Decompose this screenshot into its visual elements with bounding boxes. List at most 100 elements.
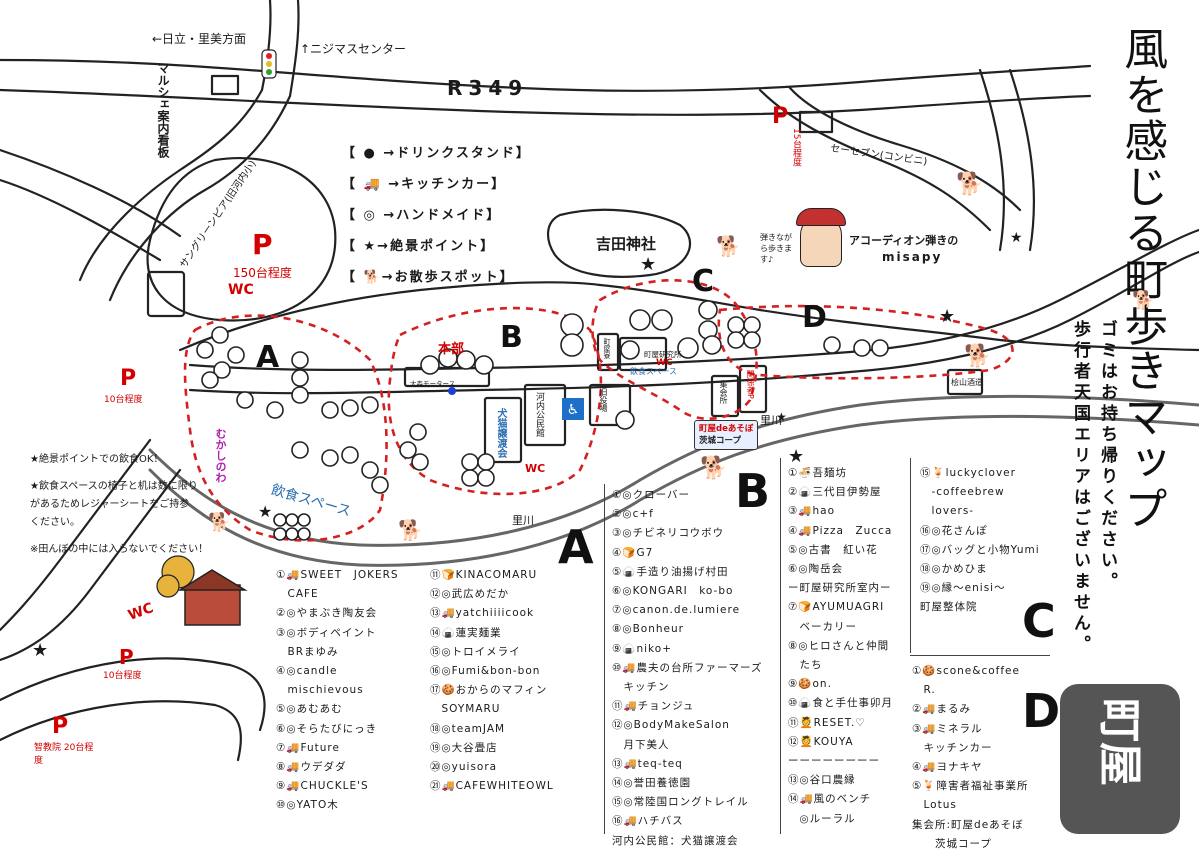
shop-list-item: ㉑🚚CAFEWHITEOWL: [430, 780, 554, 793]
shop-list-item: ⑳◎yuisora: [430, 761, 498, 774]
building-illustration: [156, 555, 248, 626]
shop-list-item: ⑦◎canon.de.lumiere: [612, 604, 741, 617]
shop-list-item: ⑬🚚yatchiiiicook: [430, 607, 535, 620]
shop-list-item: ⑯🚚ハチバス: [612, 815, 684, 828]
area-d-marker: D: [802, 300, 827, 335]
legend: 【 ● →ドリンクスタンド】 【 🚚 →キッチンカー】 【 ◎ →ハンドメイド】…: [342, 136, 531, 291]
walk-spot-icon: 🐕: [716, 234, 741, 258]
walk-spot-icon: 🐕: [964, 344, 992, 369]
info-note-2: ★飲食スペースの椅子と机は数に限りがあるためレジャーシートをご持参ください。: [30, 481, 198, 528]
shop-list-item: ④◎candle: [276, 665, 338, 678]
shop-list-item: ⑭◎誉田養徳園: [612, 777, 692, 790]
shop-list-item: ⑧◎Bonheur: [612, 623, 684, 636]
parking-west-icon: P: [120, 366, 137, 391]
shop-list-item: ①🍪scone&coffee: [912, 665, 1020, 677]
omori-label: 大森モータース: [410, 380, 456, 388]
satogawa-label-2: 里川: [512, 514, 534, 527]
ibaraki-coop-text: 茨城コープ: [699, 436, 741, 446]
road-r349: [0, 58, 1092, 92]
parking-south-cap: 10台程度: [103, 671, 142, 681]
list-divider: [604, 484, 605, 834]
scenic-star-icon: ★: [788, 446, 805, 467]
kyoin-label: 関係者P: [746, 370, 755, 399]
inshoku-small-label: 飲食スペース: [630, 367, 678, 376]
shop-list-item: ⑤🍹障害者福祉事業所: [912, 780, 1029, 793]
road-r349-label: R349: [447, 76, 529, 100]
area-c-outline: [591, 279, 758, 421]
shop-list-item: CAFE: [276, 588, 319, 601]
shop-list-item: ⑪🚚チョンジュ: [612, 700, 695, 713]
shop-list-item: ⑪🍞KINACOMARU: [430, 569, 538, 581]
parking-seven-icon: P: [772, 104, 789, 129]
shop-list-item: ⑩◎YATO木: [276, 799, 339, 812]
shop-list-item: ⑬🚚teq-teq: [612, 757, 683, 770]
shop-list-item: ⑨🍙niko+: [612, 642, 672, 655]
parking-chikyoin-cap: 智教院 20台程度: [34, 743, 94, 766]
machiya-asobo-text: 町屋deあそぼ: [699, 424, 754, 434]
shop-list-item: R.: [912, 684, 936, 697]
wc-main: WC: [228, 282, 254, 298]
shop-list-item: ー町屋研究所室内ー: [788, 582, 892, 595]
shop-list-item: mischievous: [276, 684, 364, 697]
shop-list-item: ⑨🍪on.: [788, 678, 832, 691]
shop-list-item: ⑰🍪おからのマフィン: [430, 684, 548, 697]
note-trash: ゴミはお持ち帰りください。: [1097, 320, 1117, 593]
parking-south-icon: P: [119, 645, 134, 669]
parking-chikyoin-icon: P: [52, 714, 69, 739]
performer-title: アコーディオン弾きの: [849, 234, 959, 247]
shop-list-item: ⑮🍹luckyclover: [920, 467, 1016, 479]
shop-list-item: 月下美人: [612, 738, 670, 751]
shop-list-item: ①🍜吾麺坊: [788, 467, 847, 479]
parking-seven-cap: 15台程度: [791, 128, 801, 167]
area-b-marker: B: [500, 320, 523, 355]
shop-list-item: ⑪💆RESET.♡: [788, 716, 866, 729]
shop-list-item: ②🚚まるみ: [912, 703, 971, 716]
honbu-label: 本部: [438, 342, 465, 357]
info-note-3: ※田んぼの中には入らないでください！: [30, 544, 209, 555]
shop-list-item: ③🚚ミネラル: [912, 722, 983, 735]
yoshida-label: 吉田神社: [596, 235, 657, 253]
performer-hat: [796, 208, 846, 226]
scenic-star-icon: ★: [258, 502, 273, 521]
shop-list-item: ④🚚Pizza Zucca: [788, 524, 893, 537]
shop-list-item: キッチンカー: [912, 741, 993, 754]
hitachi-direction: ←日立・里美方面: [152, 32, 247, 46]
shop-list-item: ③◎ボディペイント: [276, 626, 377, 639]
scenic-star-icon: ★: [1010, 230, 1023, 246]
shop-list-item: ⑱◎teamJAM: [430, 722, 506, 735]
shop-list-item: 茨城コープ: [912, 837, 992, 850]
shop-list-item: ④🚚ヨナキヤ: [912, 761, 983, 774]
shop-list-item: ⑥◎そらたびにっき: [276, 722, 378, 735]
inuneko-label: 犬猫譲渡会: [495, 408, 506, 458]
legend-drink: 【 ● →ドリンクスタンド】: [342, 146, 531, 161]
shop-list-item: ⑮◎トロイメライ: [430, 645, 521, 658]
shop-list-item: ⑫◎BodyMakeSalon: [612, 719, 730, 732]
svg-text:♿: ♿: [567, 402, 580, 418]
shop-list-item: ーーーーーーーー: [788, 755, 880, 768]
logo-text: 町屋: [1094, 698, 1145, 786]
list-divider: [910, 458, 911, 653]
shop-list-item: たち: [788, 659, 823, 672]
shop-list-item: SOYMARU: [430, 703, 501, 716]
machiya-asobo-tag: 町屋deあそぼ 茨城コープ: [694, 420, 759, 450]
wc-c: WC: [656, 358, 673, 368]
marche-board-label: マルシェ案内看板: [156, 62, 170, 158]
area-d-outline: [717, 304, 1014, 380]
hiyama-label: 桧山酒造: [951, 378, 983, 387]
shop-list-item: ベーカリー: [788, 620, 857, 633]
shop-list-item: ⑥◎陶岳会: [788, 563, 844, 576]
machiya-logo: [1060, 684, 1180, 834]
shop-list-item: ⑦🍞AYUMUAGRI: [788, 601, 885, 614]
scenic-star-icon: ★: [32, 640, 49, 661]
area-c-marker: C: [692, 264, 715, 299]
walk-spot-icon: 🐕: [700, 456, 728, 481]
legend-scenic: 【 ★→絶景ポイント】: [342, 239, 496, 254]
parking-main-icon: P: [252, 228, 273, 261]
legend-walk: 【 🐕→お散歩スポット】: [342, 270, 515, 285]
section-c-letter: C: [1022, 594, 1056, 648]
shop-list-item: ⑩🚚農夫の台所ファーマーズ: [612, 661, 763, 674]
